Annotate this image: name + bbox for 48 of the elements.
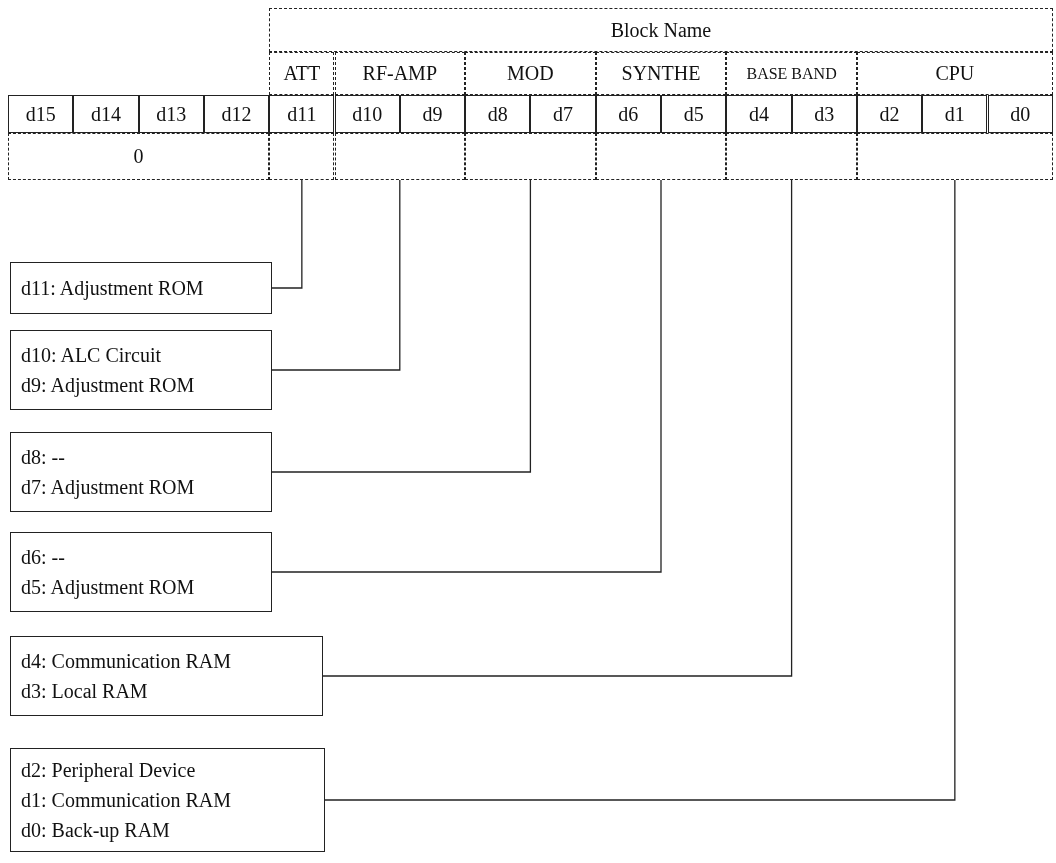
description-text: d6: -- [21, 545, 65, 570]
description-text: d3: Local RAM [21, 679, 148, 704]
value-cell [595, 133, 727, 180]
description-text: d4: Communication RAM [21, 649, 231, 674]
leader-line [271, 179, 303, 289]
leader-line [322, 179, 793, 677]
description-text: d0: Back-up RAM [21, 818, 170, 844]
block-name-header: Block Name [269, 8, 1053, 52]
bit-cell: d2 [856, 95, 923, 133]
bit-cell: d6 [595, 95, 661, 133]
bit-cell: d13 [138, 95, 204, 133]
description-text: d9: Adjustment ROM [21, 373, 195, 399]
description-box [10, 532, 272, 612]
bit-cell: d9 [399, 95, 466, 133]
bit-cell: d7 [530, 95, 596, 133]
leader-line [271, 179, 662, 573]
value-cell: 0 [8, 133, 270, 180]
leader-line [271, 179, 532, 473]
bit-cell: d14 [73, 95, 139, 133]
description-text: d2: Peripheral Device [21, 758, 196, 784]
leader-line [271, 179, 401, 371]
description-box [10, 636, 323, 716]
description-text: d10: ALC Circuit [21, 343, 161, 368]
bit-cell: d12 [203, 95, 270, 133]
description-text: d7: Adjustment ROM [21, 475, 195, 501]
description-text: d11: Adjustment ROM [21, 276, 204, 302]
bit-cell: d8 [465, 95, 531, 133]
description-text: d8: -- [21, 445, 65, 470]
bit-cell: d3 [791, 95, 857, 133]
value-cell [856, 133, 1053, 180]
description-box [10, 432, 272, 512]
value-cell [269, 133, 335, 180]
description-text: d1: Communication RAM [21, 788, 231, 813]
bit-cell: d4 [726, 95, 792, 133]
value-cell [334, 133, 466, 180]
bit-cell: d10 [334, 95, 400, 133]
bit-cell: d11 [269, 95, 335, 133]
bit-cell: d15 [8, 95, 74, 133]
leader-line [324, 179, 956, 801]
description-box [10, 330, 272, 410]
bit-cell: d0 [987, 95, 1053, 133]
bit-cell: d1 [922, 95, 988, 133]
bit-cell: d5 [661, 95, 727, 133]
value-cell [465, 133, 596, 180]
description-text: d5: Adjustment ROM [21, 575, 195, 601]
description-box [10, 748, 325, 852]
description-box [10, 262, 272, 314]
value-cell [726, 133, 857, 180]
